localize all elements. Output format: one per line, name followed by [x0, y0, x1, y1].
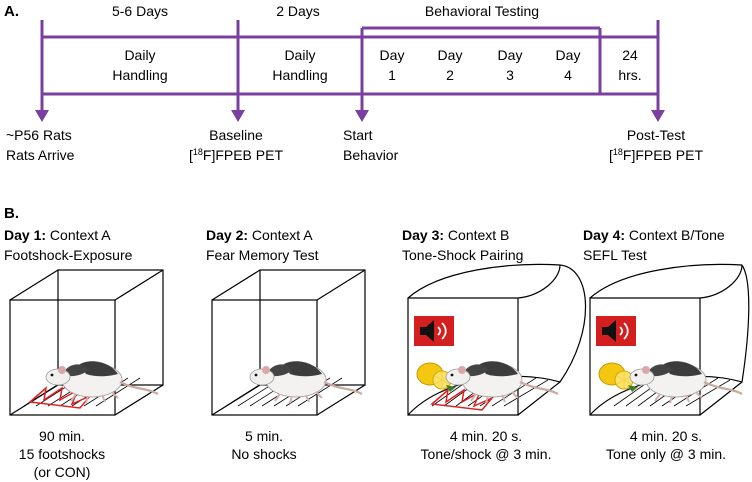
svg-text:hrs.: hrs.	[618, 67, 641, 83]
day-1-title: Day 1: Context A Footshock-Exposure	[4, 227, 133, 263]
svg-text:(or CON): (or CON)	[34, 464, 91, 480]
behavioral-testing-label: Behavioral Testing	[425, 3, 539, 19]
svg-text:Footshock-Exposure: Footshock-Exposure	[4, 247, 133, 263]
svg-text:Behavior: Behavior	[343, 147, 399, 163]
svg-text:4 min. 20 s.: 4 min. 20 s.	[450, 428, 522, 444]
svg-text:4 min. 20 s.: 4 min. 20 s.	[630, 428, 702, 444]
context-a-chamber-day-1	[9, 269, 164, 416]
svg-text:Tone only @ 3 min.: Tone only @ 3 min.	[606, 446, 726, 462]
period-label-handling: 5-6 Days	[112, 3, 168, 19]
cell-daily-handling-1: Daily Handling	[112, 47, 167, 83]
event-baseline-pet: Baseline [18F]FPEB PET	[189, 127, 283, 163]
timeline	[40, 20, 660, 112]
svg-text:3: 3	[506, 67, 514, 83]
cell-daily-handling-2: Daily Handling	[272, 47, 327, 83]
shock-icon-day-1	[28, 386, 91, 409]
svg-text:Baseline: Baseline	[209, 127, 263, 143]
day-4-title: Day 4: Context B/Tone SEFL Test	[583, 227, 725, 263]
svg-text:1: 1	[388, 67, 396, 83]
svg-text:Fear Memory Test: Fear Memory Test	[206, 247, 319, 263]
svg-text:Start: Start	[343, 127, 373, 143]
svg-text:Day: Day	[438, 47, 463, 63]
svg-text:Day: Day	[380, 47, 405, 63]
svg-text:Day 1: Context A: Day 1: Context A	[4, 227, 111, 243]
svg-text:Day 4: Context B/Tone: Day 4: Context B/Tone	[583, 227, 725, 243]
svg-text:Post-Test: Post-Test	[627, 127, 685, 143]
svg-text:Day 2: Context A: Day 2: Context A	[206, 227, 313, 243]
svg-text:Rats Arrive: Rats Arrive	[6, 147, 75, 163]
cell-24-hrs: 24 hrs.	[618, 47, 641, 83]
svg-text:Day: Day	[556, 47, 581, 63]
day-2-caption: 5 min. No shocks	[231, 428, 296, 462]
period-label-baseline: 2 Days	[276, 3, 320, 19]
svg-text:Handling: Handling	[112, 67, 167, 83]
svg-text:[18F]FPEB PET: [18F]FPEB PET	[189, 147, 283, 163]
day-3-caption: 4 min. 20 s. Tone/shock @ 3 min.	[421, 428, 552, 462]
svg-text:4: 4	[564, 67, 572, 83]
timeline-arrowheads	[35, 110, 665, 122]
event-rats-arrive: ~P56 Rats Rats Arrive	[6, 127, 75, 163]
svg-text:5 min.: 5 min.	[245, 428, 283, 444]
day-1-caption: 90 min. 15 footshocks (or CON)	[19, 428, 105, 480]
cell-day-3: Day 3	[498, 47, 523, 83]
rat-icon-day-4	[628, 360, 744, 405]
svg-text:[18F]FPEB PET: [18F]FPEB PET	[609, 147, 703, 163]
svg-text:Handling: Handling	[272, 67, 327, 83]
svg-text:Day 3: Context B: Day 3: Context B	[402, 227, 509, 243]
speaker-icon-day-3	[413, 315, 455, 347]
cell-day-2: Day 2	[438, 47, 463, 83]
event-post-test-pet: Post-Test [18F]FPEB PET	[609, 127, 703, 163]
cell-day-1: Day 1	[380, 47, 405, 83]
svg-text:Tone/shock @ 3 min.: Tone/shock @ 3 min.	[421, 446, 552, 462]
day-2-title: Day 2: Context A Fear Memory Test	[206, 227, 319, 263]
svg-text:24: 24	[622, 47, 638, 63]
svg-text:90 min.: 90 min.	[39, 428, 85, 444]
svg-text:~P56 Rats: ~P56 Rats	[6, 127, 72, 143]
panel-a-label: A.	[4, 3, 19, 20]
svg-text:No shocks: No shocks	[231, 446, 296, 462]
svg-text:2: 2	[446, 67, 454, 83]
svg-text:Daily: Daily	[124, 47, 155, 63]
day-4-caption: 4 min. 20 s. Tone only @ 3 min.	[606, 428, 726, 462]
cell-day-4: Day 4	[556, 47, 581, 83]
event-start-behavior: Start Behavior	[343, 127, 399, 163]
svg-text:SEFL Test: SEFL Test	[583, 247, 647, 263]
panel-b-label: B.	[4, 205, 19, 222]
svg-text:Daily: Daily	[284, 47, 315, 63]
day-3-title: Day 3: Context B Tone-Shock Pairing	[402, 227, 523, 263]
speaker-icon-day-4	[595, 315, 637, 347]
svg-text:15 footshocks: 15 footshocks	[19, 446, 105, 462]
svg-text:Day: Day	[498, 47, 523, 63]
shock-icon-day-3	[430, 388, 493, 411]
svg-text:Tone-Shock Pairing: Tone-Shock Pairing	[402, 247, 523, 263]
